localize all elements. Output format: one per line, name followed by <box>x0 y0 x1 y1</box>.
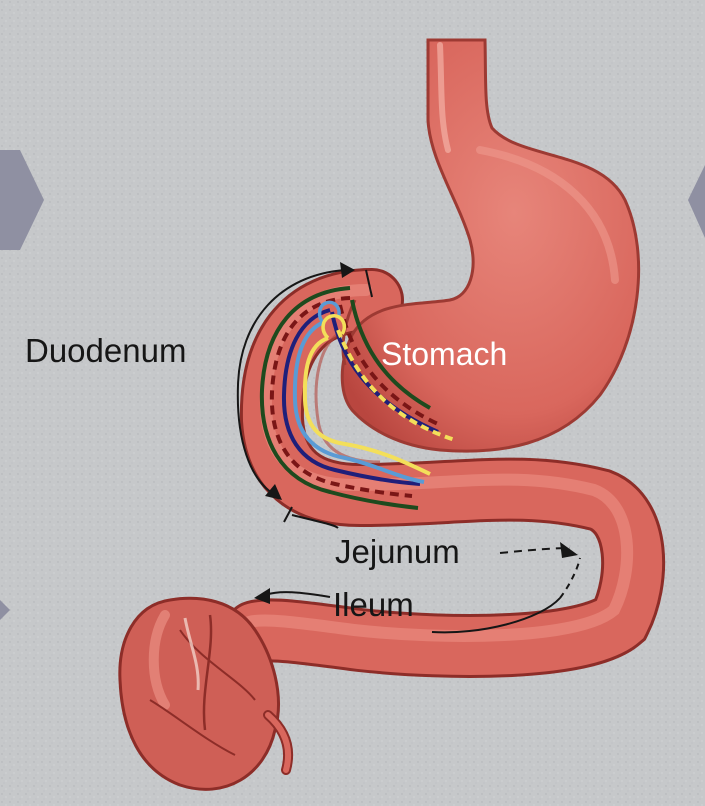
stomach-label: Stomach <box>381 336 507 372</box>
ileum-label: Ileum <box>333 586 414 623</box>
jejunum-label: Jejunum <box>335 533 460 570</box>
duodenum-label: Duodenum <box>25 332 186 369</box>
